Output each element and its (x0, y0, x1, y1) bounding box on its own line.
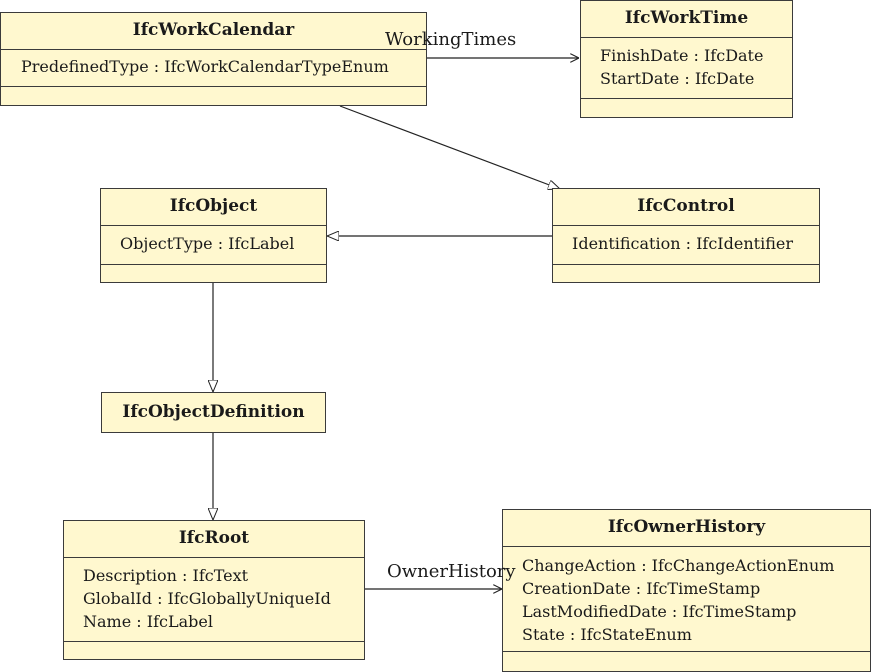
attribute-list: ObjectType : IfcLabel (101, 226, 326, 265)
class-name: IfcControl (553, 189, 819, 226)
class-ifc-work-calendar[interactable]: IfcWorkCalendar PredefinedType : IfcWork… (0, 12, 427, 106)
attribute-list: FinishDate : IfcDate StartDate : IfcDate (581, 38, 792, 99)
class-name: IfcObjectDefinition (122, 402, 305, 422)
attribute-list: PredefinedType : IfcWorkCalendarTypeEnum (1, 50, 426, 87)
attribute: State : IfcStateEnum (522, 625, 692, 644)
class-ifc-root[interactable]: IfcRoot Description : IfcText GlobalId :… (63, 520, 365, 660)
attribute: FinishDate : IfcDate (600, 46, 764, 65)
class-ifc-object[interactable]: IfcObject ObjectType : IfcLabel (100, 188, 327, 283)
attribute: ObjectType : IfcLabel (120, 234, 295, 253)
class-name: IfcObject (101, 189, 326, 226)
attribute-list: Identification : IfcIdentifier (553, 226, 819, 265)
attribute: GlobalId : IfcGloballyUniqueId (83, 589, 331, 608)
class-name: IfcWorkCalendar (1, 13, 426, 50)
work-calendar-generalization-line (339, 105, 560, 189)
class-name: IfcRoot (64, 521, 364, 558)
attribute: PredefinedType : IfcWorkCalendarTypeEnum (21, 57, 389, 76)
attribute-list: Description : IfcText GlobalId : IfcGlob… (64, 558, 364, 642)
attribute: StartDate : IfcDate (600, 69, 755, 88)
class-ifc-owner-history[interactable]: IfcOwnerHistory ChangeAction : IfcChange… (502, 509, 871, 672)
attribute: Identification : IfcIdentifier (572, 234, 793, 253)
class-ifc-work-time[interactable]: IfcWorkTime FinishDate : IfcDate StartDa… (580, 0, 793, 118)
attribute: Name : IfcLabel (83, 612, 213, 631)
working-times-label: WorkingTimes (385, 29, 517, 50)
class-ifc-control[interactable]: IfcControl Identification : IfcIdentifie… (552, 188, 820, 283)
attribute-list: ChangeAction : IfcChangeActionEnum Creat… (503, 547, 870, 652)
attribute: CreationDate : IfcTimeStamp (522, 579, 761, 598)
attribute: ChangeAction : IfcChangeActionEnum (522, 556, 835, 575)
class-name: IfcWorkTime (581, 1, 792, 38)
attribute: LastModifiedDate : IfcTimeStamp (522, 602, 797, 621)
class-name: IfcOwnerHistory (503, 510, 870, 547)
attribute: Description : IfcText (83, 566, 249, 585)
class-ifc-object-definition[interactable]: IfcObjectDefinition (101, 392, 326, 433)
owner-history-label: OwnerHistory (387, 561, 516, 582)
